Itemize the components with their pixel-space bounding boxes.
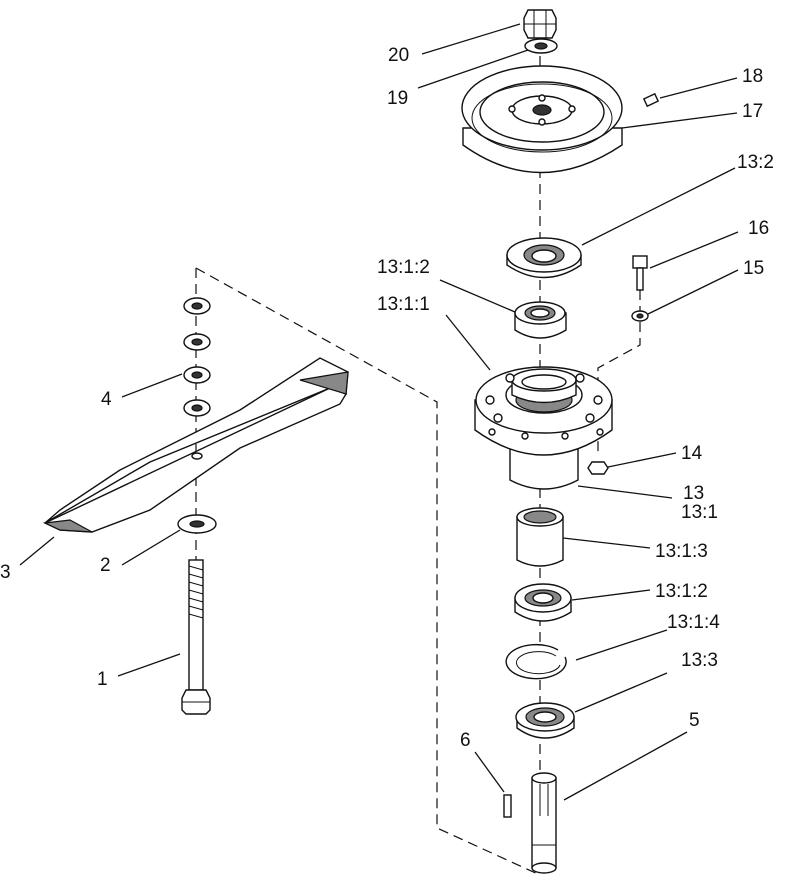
callout-2: 2 [100, 555, 111, 576]
callout-labels: 20 19 18 17 13:2 16 15 13:1:2 13:1:1 4 1… [0, 45, 774, 751]
callout-13: 13 [683, 483, 704, 504]
callout-13-3: 13:3 [681, 650, 718, 671]
part-13-1-3-spacer [516, 507, 564, 567]
callout-14: 14 [681, 443, 703, 464]
part-3-blade [42, 357, 349, 533]
part-14-nut [587, 461, 609, 475]
part-13-1-2-bearing-top [514, 301, 567, 339]
part-17-pulley [461, 65, 623, 174]
callout-6: 6 [460, 730, 471, 751]
callout-18: 18 [742, 66, 763, 87]
part-13-1-2-bearing-bottom [514, 583, 572, 622]
center-axis [195, 40, 541, 870]
callout-16: 16 [748, 218, 769, 239]
part-6-key [503, 794, 512, 818]
callout-13-1: 13:1 [681, 502, 718, 523]
part-16-bolt [632, 255, 648, 291]
part-19-washer [524, 38, 558, 54]
part-4-washers [183, 297, 211, 417]
part-15-washer [631, 310, 649, 322]
assembly-boundary [195, 267, 541, 876]
callout-17: 17 [742, 101, 763, 122]
callout-20: 20 [388, 45, 409, 66]
callout-19: 19 [387, 88, 408, 109]
callout-13-1-3: 13:1:3 [655, 541, 708, 562]
part-13-1-1-hub [474, 366, 613, 490]
part-13-1-4-snap-ring [505, 643, 567, 680]
callout-15: 15 [743, 258, 764, 279]
part-18-set-screw [642, 92, 660, 108]
callout-3: 3 [0, 562, 11, 583]
part-1-bolt [181, 559, 211, 715]
part-13-2-seal [506, 237, 582, 279]
callout-13-1-4: 13:1:4 [667, 612, 720, 633]
callout-13-1-1: 13:1:1 [377, 294, 430, 315]
callout-13-1-2-bottom: 13:1:2 [655, 581, 708, 602]
leader-lines [19, 23, 739, 801]
part-13-3-seal [515, 702, 575, 739]
callout-13-2: 13:2 [737, 152, 774, 173]
part-2-washer [177, 514, 217, 534]
part-20-nut [523, 9, 557, 39]
part-5-spindle [531, 772, 557, 874]
callout-5: 5 [689, 710, 700, 731]
callout-1: 1 [97, 669, 108, 690]
callout-13-1-2-top: 13:1:2 [377, 257, 430, 278]
callout-4: 4 [101, 389, 112, 410]
